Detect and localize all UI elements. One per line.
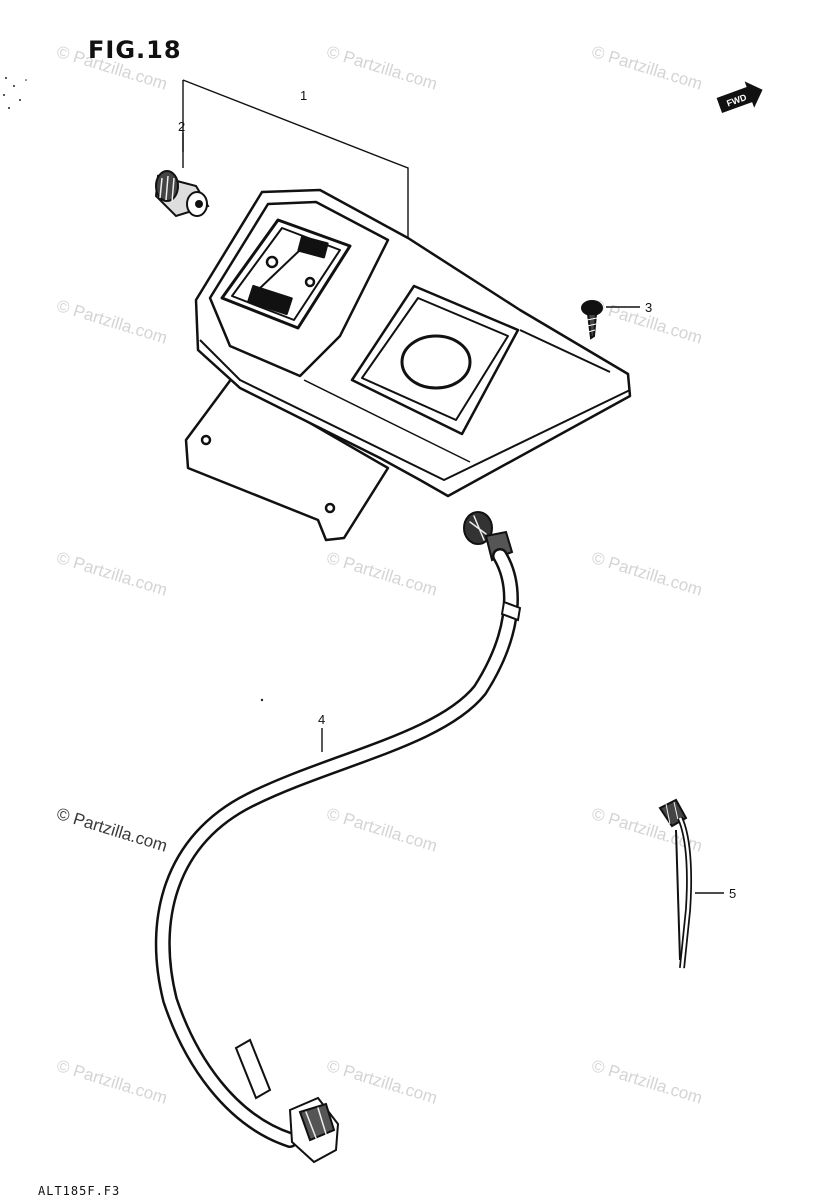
callout-3: 3	[645, 300, 652, 315]
model-code: ALT185F.F3	[38, 1184, 121, 1198]
leader-lines	[182, 79, 724, 894]
front-arrow-icon: FWD	[716, 81, 763, 114]
callout-4: 4	[318, 712, 325, 727]
figure-title: FIG.18	[88, 36, 182, 64]
meter-housing-part	[184, 188, 632, 542]
scan-specks	[3, 77, 264, 702]
callout-2: 2	[178, 119, 185, 134]
callout-5: 5	[729, 886, 736, 901]
speedometer-cable-part	[154, 511, 522, 1164]
inner-cable-part	[658, 798, 693, 969]
callout-1: 1	[300, 88, 307, 103]
bulb-socket-part	[154, 170, 210, 218]
screw-part	[581, 300, 603, 340]
